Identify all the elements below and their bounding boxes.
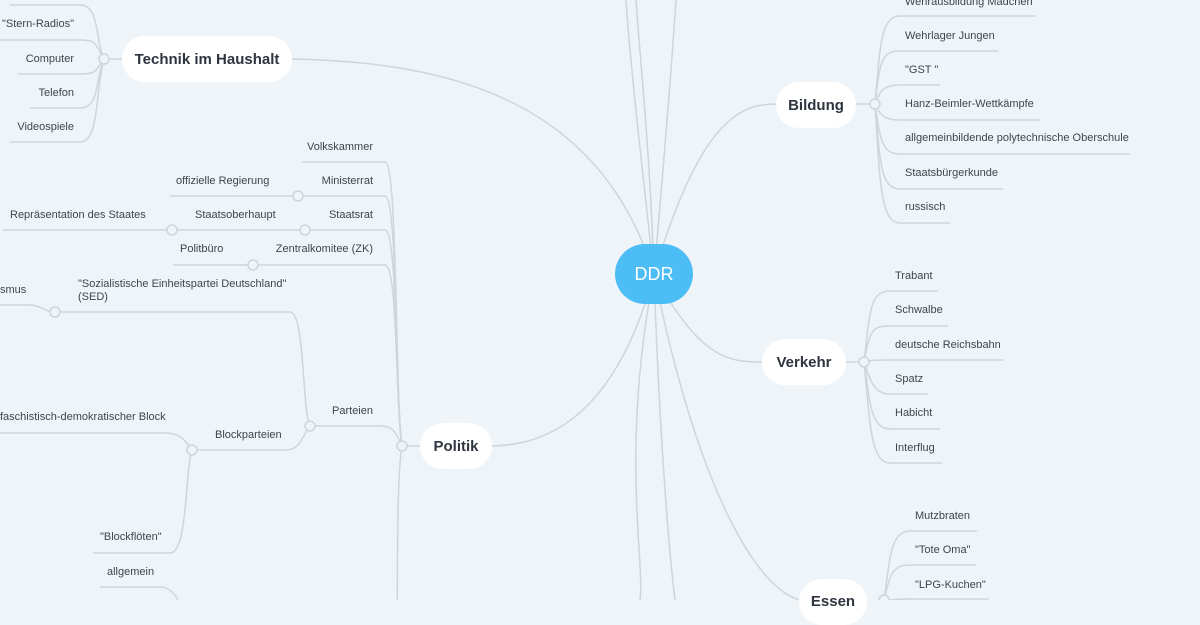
node-reichsbahn[interactable]: deutsche Reichsbahn — [895, 339, 1001, 351]
node-wehrlager[interactable]: Wehrlager Jungen — [905, 30, 995, 42]
branch-dots — [49, 53, 890, 600]
node-block[interactable]: faschistisch-demokratischer Block — [0, 411, 166, 423]
node-russisch[interactable]: russisch — [905, 201, 946, 213]
node-hanz-beimler[interactable]: Hanz-Beimler-Wettkämpfe — [905, 98, 1034, 110]
node-blockparteien[interactable]: Blockparteien — [215, 429, 282, 441]
node-spatz[interactable]: Spatz — [895, 373, 924, 385]
node-repraesentation[interactable]: Repräsentation des Staates — [10, 209, 146, 221]
node-mutzbraten[interactable]: Mutzbraten — [915, 510, 971, 522]
node-smus[interactable]: smus — [0, 284, 27, 296]
node-stern-radios[interactable]: "Stern-Radios" — [1, 18, 74, 30]
node-blockfloeten[interactable]: "Blockflöten" — [100, 531, 162, 543]
node-habicht[interactable]: Habicht — [895, 407, 933, 419]
node-telefon[interactable]: Telefon — [38, 87, 74, 99]
node-parteien[interactable]: Parteien — [332, 405, 373, 417]
node-bildung[interactable]: Bildung — [776, 82, 856, 128]
node-trabant[interactable]: Trabant — [895, 270, 933, 282]
node-essen[interactable]: Essen — [799, 579, 867, 625]
connector-lines — [0, 0, 1130, 600]
node-ministerrat[interactable]: Ministerrat — [321, 175, 373, 187]
node-lpg-kuchen[interactable]: "LPG-Kuchen" — [915, 579, 986, 591]
node-schwalbe[interactable]: Schwalbe — [895, 304, 943, 316]
node-wehrausbildung[interactable]: Wehrausbildung Mädchen — [905, 0, 1033, 8]
root-node[interactable]: DDR — [615, 244, 693, 304]
node-allgemein[interactable]: allgemein — [107, 566, 155, 578]
node-technik[interactable]: Technik im Haushalt — [122, 36, 292, 82]
node-gst[interactable]: "GST " — [905, 64, 939, 76]
node-zentralkomitee[interactable]: Zentralkomitee (ZK) — [275, 243, 373, 255]
node-volkskammer[interactable]: Volkskammer — [306, 141, 373, 153]
node-oberschule[interactable]: allgemeinbildende polytechnische Obersch… — [905, 132, 1129, 144]
node-verkehr[interactable]: Verkehr — [762, 339, 846, 385]
node-staatsbuergerkunde[interactable]: Staatsbürgerkunde — [905, 167, 998, 179]
node-sed[interactable]: "Sozialistische Einheitspartei Deutschla… — [78, 278, 287, 303]
node-politbuero[interactable]: Politbüro — [180, 243, 224, 255]
node-computer[interactable]: Computer — [25, 53, 74, 65]
node-tote-oma[interactable]: "Tote Oma" — [915, 544, 971, 556]
node-interflug[interactable]: Interflug — [895, 442, 935, 454]
node-staatsoberhaupt[interactable]: Staatsoberhaupt — [195, 209, 276, 221]
node-videospiele[interactable]: Videospiele — [17, 121, 74, 133]
node-staatsrat[interactable]: Staatsrat — [328, 209, 373, 221]
node-offizielle-regierung[interactable]: offizielle Regierung — [176, 175, 270, 187]
node-politik[interactable]: Politik — [420, 423, 492, 469]
